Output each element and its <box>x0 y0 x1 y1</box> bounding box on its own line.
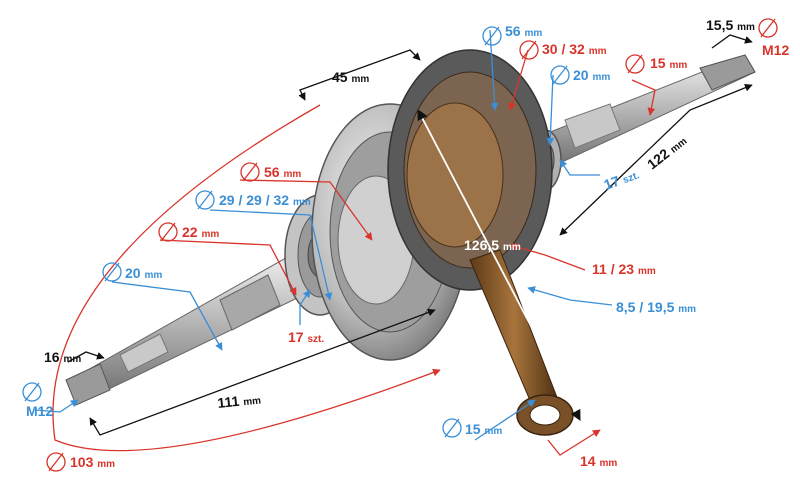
diameter-icon <box>519 40 539 60</box>
d56-left-leader <box>239 179 373 241</box>
len14-leader <box>547 429 601 456</box>
label-d56-left: 56 mm <box>264 164 301 180</box>
label-d8-5: 8,5 / 19,5 mm <box>616 299 696 315</box>
dimension-lines <box>35 29 753 456</box>
d29-leader <box>209 209 333 301</box>
diameter-icon <box>550 65 570 85</box>
label-d15-right: 15 mm <box>650 55 687 71</box>
label-d22: 22 mm <box>182 224 219 240</box>
teeth17-left-leader <box>299 289 311 325</box>
d30-32-leader <box>508 49 529 111</box>
diameter-icon <box>195 190 215 210</box>
label-len126-5: 126,5 mm <box>464 237 521 253</box>
len15-5-line <box>711 34 753 49</box>
d22-leader <box>159 239 297 296</box>
label-len15-5: 15,5 mm <box>706 17 755 33</box>
diameter-icon <box>442 418 462 438</box>
label-m12-right: M12 <box>762 42 789 58</box>
diameter-icon <box>46 452 66 472</box>
len16-line <box>67 351 105 363</box>
diameter-icon <box>240 162 260 182</box>
d15-bottom-leader <box>474 399 536 441</box>
m12-left-leader <box>35 399 79 413</box>
len126-line <box>417 109 581 421</box>
d20-right-leader <box>546 74 555 146</box>
d15-right-leader <box>631 79 656 116</box>
label-len122: 122 mm <box>644 132 689 172</box>
label-len16: 16 mm <box>44 349 81 365</box>
diameter-icon <box>22 382 42 402</box>
d56-top-leader <box>489 29 499 111</box>
label-d11-23: 11 / 23 mm <box>592 261 656 277</box>
d20-left-leader <box>111 281 223 351</box>
diameter-icon <box>158 222 178 242</box>
label-d20-right: 20 mm <box>573 67 610 83</box>
label-teeth17-left: 17 szt. <box>288 329 324 345</box>
label-d20-left: 20 mm <box>125 265 162 281</box>
right-shaft <box>529 54 756 171</box>
label-m12-left: M12 <box>26 403 53 419</box>
diameter-symbols <box>22 18 778 472</box>
w45-line <box>298 49 421 101</box>
label-d29-32: 29 / 29 / 32 mm <box>219 192 311 208</box>
teeth17-right-leader <box>559 159 600 176</box>
connecting-rod <box>469 249 574 436</box>
diameter-icon <box>758 18 778 38</box>
label-len14: 14 mm <box>580 453 617 469</box>
diameter-icon <box>625 54 645 74</box>
label-w45: 45 mm <box>332 69 369 85</box>
diameter-icon <box>102 262 122 282</box>
label-d56-top: 56 mm <box>505 23 542 39</box>
label-teeth17-right: 17 szt. <box>602 165 642 192</box>
d8-5-leader <box>527 286 613 306</box>
right-flywheel <box>387 49 553 291</box>
d11-23-leader <box>509 243 586 271</box>
len111-line <box>89 308 436 436</box>
label-len111: 111 mm <box>217 391 262 411</box>
len122-line <box>559 84 753 236</box>
left-shaft <box>65 249 319 406</box>
label-d30-32: 30 / 32 mm <box>542 41 607 57</box>
label-d103: 103 mm <box>70 454 115 470</box>
diameter-icon <box>482 26 502 46</box>
label-d15-bottom: 15 mm <box>465 421 502 437</box>
